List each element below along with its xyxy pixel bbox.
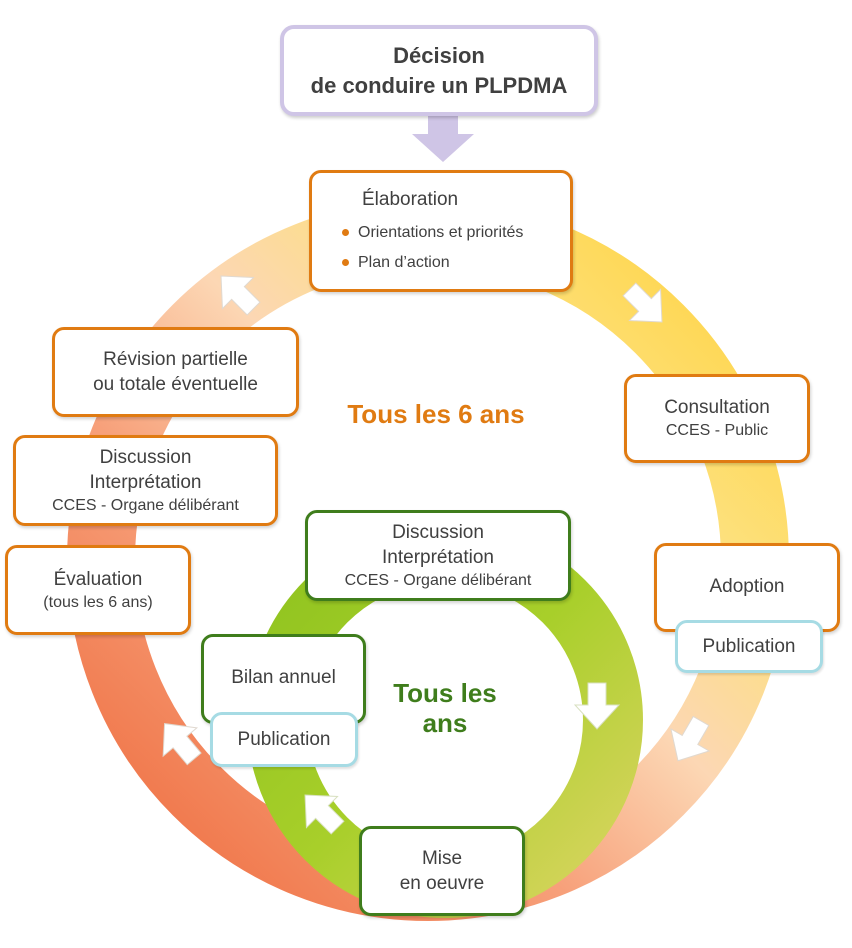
outer-cycle-label: Tous les 6 ans xyxy=(347,399,525,429)
evaluation-sub: (tous les 6 ans) xyxy=(43,593,153,611)
mise-en-oeuvre-line2: en oeuvre xyxy=(399,873,485,894)
bilan-publication-box: Publication xyxy=(210,712,358,767)
revision-line2: ou totale éventuelle xyxy=(93,374,258,395)
inner-cycle-label: Tous les ans xyxy=(375,678,515,738)
inner-cycle-label-line1: Tous les xyxy=(393,678,497,708)
elaboration-bullet-item: Orientations et priorités xyxy=(342,218,523,248)
mise-en-oeuvre-line1: Mise xyxy=(421,848,463,869)
decision-line1: Décision xyxy=(393,42,485,68)
consultation-sub: CCES - Public xyxy=(665,422,769,439)
arrow-inner-right-icon xyxy=(573,682,621,730)
evaluation-title: Évaluation xyxy=(53,568,143,590)
arrow-outer-bottom-left-icon xyxy=(162,723,202,766)
bilan-annuel-box: Bilan annuel xyxy=(201,634,366,724)
discussion-inner-box: Discussion Interprétation CCES - Organe … xyxy=(305,510,571,601)
elaboration-title: Élaboration xyxy=(362,189,459,210)
discussion-outer-sub: CCES - Organe délibérant xyxy=(52,496,239,514)
consultation-title: Consultation xyxy=(664,397,770,418)
adoption-box: Adoption xyxy=(654,543,840,632)
arrow-outer-bottom-right-icon xyxy=(670,715,711,762)
revision-line1: Révision partielle xyxy=(103,349,248,370)
revision-box: Révision partielle ou totale éventuelle xyxy=(52,327,299,417)
arrow-down-decision-icon xyxy=(412,116,474,162)
inner-cycle-label-line2: ans xyxy=(422,708,468,738)
adoption-title: Adoption xyxy=(709,576,785,597)
discussion-outer-line2: Interprétation xyxy=(89,471,202,493)
discussion-outer-line1: Discussion xyxy=(99,446,192,468)
elaboration-bullet-list: Orientations et priorités Plan d’action xyxy=(342,218,523,278)
discussion-inner-sub: CCES - Organe délibérant xyxy=(344,571,532,589)
elaboration-bullet-item: Plan d’action xyxy=(342,248,523,278)
mise-en-oeuvre-box: Mise en oeuvre xyxy=(359,826,525,916)
discussion-outer-box: Discussion Interprétation CCES - Organe … xyxy=(13,435,278,526)
adoption-publication-label: Publication xyxy=(702,636,796,657)
consultation-box: Consultation CCES - Public xyxy=(624,374,810,463)
adoption-publication-box: Publication xyxy=(675,620,823,673)
bilan-annuel-title: Bilan annuel xyxy=(231,667,336,688)
elaboration-box: Élaboration Orientations et priorités Pl… xyxy=(309,170,573,292)
bilan-publication-label: Publication xyxy=(237,729,331,750)
decision-line2: de conduire un PLPDMA xyxy=(310,72,568,98)
arrow-outer-top-left-icon xyxy=(220,275,261,316)
evaluation-box: Évaluation (tous les 6 ans) xyxy=(5,545,191,635)
discussion-inner-line2: Interprétation xyxy=(382,546,494,568)
arrow-outer-top-right-icon xyxy=(622,282,663,323)
arrow-inner-left-icon xyxy=(304,794,345,835)
decision-box: Décision de conduire un PLPDMA xyxy=(280,25,598,116)
discussion-inner-line1: Discussion xyxy=(392,521,484,543)
